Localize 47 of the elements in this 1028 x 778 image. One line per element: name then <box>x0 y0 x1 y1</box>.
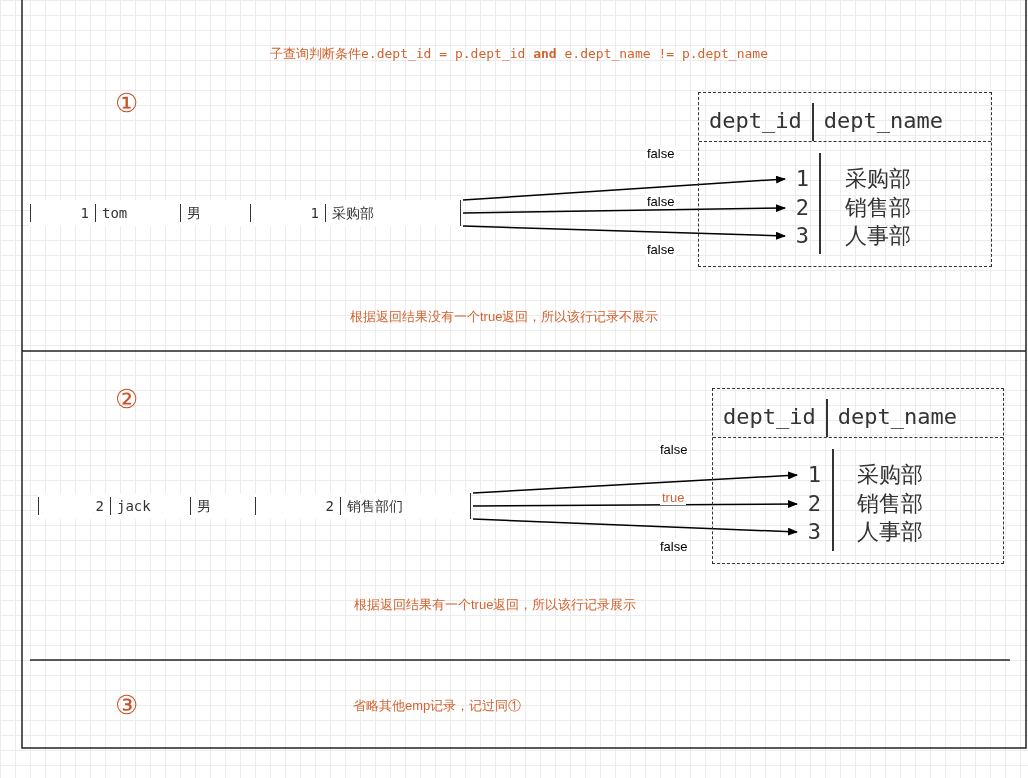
arrow <box>472 518 798 536</box>
note-text: 根据返回结果有一个true返回，所以该行记录展示 <box>354 596 637 614</box>
id-value: 1 <box>806 462 821 488</box>
edge-label: false <box>645 194 677 209</box>
record-value: 1 <box>30 204 95 222</box>
id-value: 2 <box>806 491 821 517</box>
dept-name: 人事部 <box>845 223 911 249</box>
edge-label: false <box>645 146 677 161</box>
note-text: 省略其他emp记录，记过同① <box>353 697 522 715</box>
note-text: 根据返回结果没有一个true返回，所以该行记录不展示 <box>350 308 659 326</box>
circled-number: ② <box>115 384 138 415</box>
dept-name: 销售部 <box>845 195 911 221</box>
dept-name: 采购部 <box>845 166 911 192</box>
id-value: 3 <box>806 519 821 545</box>
id-value: 2 <box>794 195 809 221</box>
record-value: 男 <box>180 204 250 222</box>
id-value: 1 <box>794 166 809 192</box>
record-value: tom <box>95 204 180 222</box>
edge-label: false <box>645 242 677 257</box>
record-value: jack <box>110 497 190 515</box>
edge-label: false <box>658 442 690 457</box>
column-header: dept_name <box>825 399 967 437</box>
record-value: 2 <box>255 497 340 515</box>
note-text: 子查询判断条件e.dept_id = p.dept_id and e.dept_name != p.dept_name <box>270 45 768 63</box>
column-header: dept_id <box>708 107 803 135</box>
dept-table <box>698 92 992 267</box>
arrow <box>462 175 786 201</box>
dept-name: 人事部 <box>857 519 923 545</box>
record-value: 销售部们 <box>340 497 425 515</box>
column-header: dept_name <box>811 103 953 141</box>
column-header: dept_id <box>722 403 817 431</box>
dept-table <box>712 388 1004 564</box>
arrow <box>462 225 786 240</box>
id-value: 3 <box>794 223 809 249</box>
arrow <box>462 204 786 214</box>
dept-name: 销售部 <box>857 491 923 517</box>
circled-number: ① <box>115 88 138 119</box>
circled-number: ③ <box>115 690 138 721</box>
record-value: 男 <box>190 497 255 515</box>
edge-label: true <box>660 490 687 505</box>
edge-label: false <box>658 539 690 554</box>
arrow <box>472 500 798 509</box>
record-value: 2 <box>38 497 110 515</box>
record-value: 1 <box>250 204 325 222</box>
dept-name: 采购部 <box>857 462 923 488</box>
arrow <box>472 471 798 494</box>
record-value: 采购部 <box>325 204 410 222</box>
